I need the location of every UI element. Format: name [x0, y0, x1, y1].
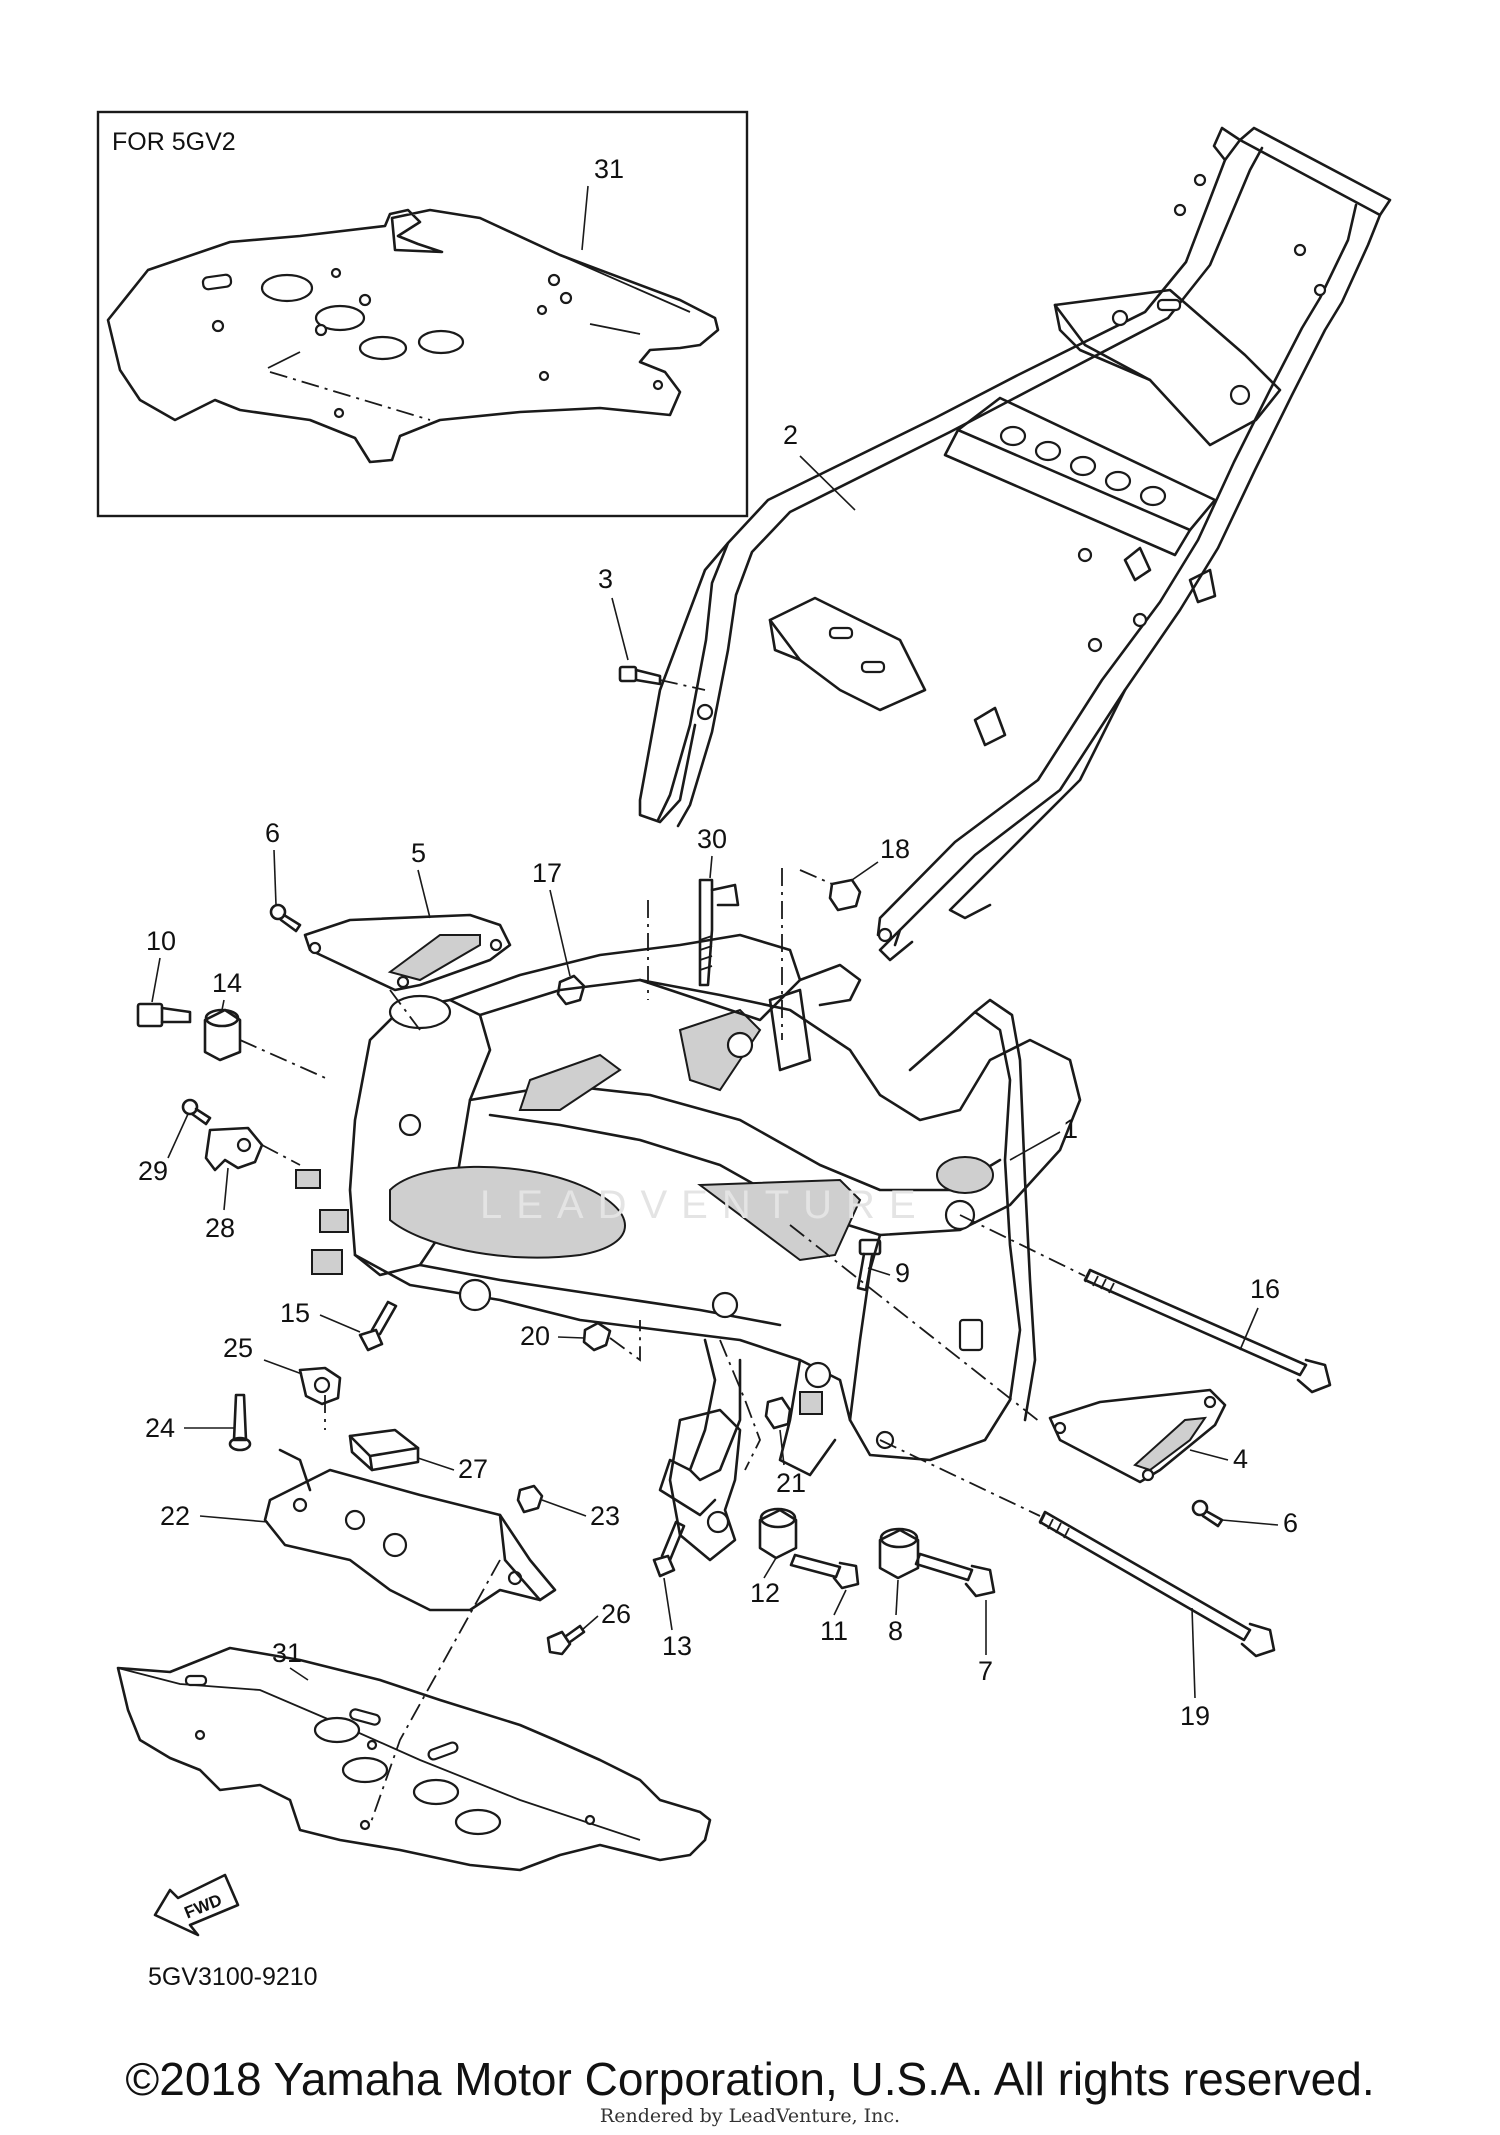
- callout-6b: 6: [1283, 1508, 1298, 1538]
- callout-19: 19: [1180, 1701, 1210, 1731]
- part-25-clamp: [298, 1366, 342, 1406]
- inset-5gv2: FOR 5GV2 31: [96, 110, 749, 518]
- callout-23: 23: [590, 1501, 620, 1531]
- part-14-collar: [203, 1008, 331, 1081]
- callout-5: 5: [411, 838, 426, 868]
- callout-16: 16: [1250, 1274, 1280, 1304]
- callouts: 1 2 3 4 5 6 6 7 8 9 10 11 12 13 14 15 16…: [138, 420, 1298, 1731]
- main-frame: [295, 933, 1082, 1517]
- part-29-screw: [181, 1098, 212, 1126]
- callout-8: 8: [888, 1616, 903, 1646]
- rear-subframe: [638, 126, 1392, 962]
- callout-26: 26: [601, 1599, 631, 1629]
- part-16-through-bolt: [959, 1214, 1332, 1394]
- callout-4: 4: [1233, 1444, 1248, 1474]
- part-8-collar: [878, 1527, 920, 1580]
- callout-1: 1: [1063, 1114, 1078, 1144]
- callout-18: 18: [880, 834, 910, 864]
- callout-21: 21: [776, 1468, 806, 1498]
- callout-13: 13: [662, 1631, 692, 1661]
- part-19-through-bolt: [879, 1439, 1276, 1658]
- part-10-bolt: [136, 1002, 192, 1028]
- part-31-skid-plate: [116, 1559, 712, 1872]
- callout-9: 9: [895, 1258, 910, 1288]
- callout-14: 14: [212, 968, 242, 998]
- part-18-grommet: [799, 869, 862, 912]
- callout-20: 20: [520, 1321, 550, 1351]
- callout-30: 30: [697, 824, 727, 854]
- forward-arrow-icon: FWD: [153, 1873, 240, 1937]
- part-13-bolt: [652, 1520, 686, 1578]
- part-5-plate: [303, 913, 512, 1031]
- inset-skid-plate: [106, 208, 720, 464]
- copyright-notice: ©2018 Yamaha Motor Corporation, U.S.A. A…: [125, 2053, 1375, 2105]
- part-6-screw-right: [1191, 1499, 1224, 1528]
- part-22-skid-bracket: [263, 1395, 557, 1612]
- part-24-rivet: [228, 1393, 252, 1452]
- part-21-grommet: [764, 1396, 792, 1430]
- part-4-plate: [789, 1224, 1227, 1484]
- part-28-bracket: [204, 1126, 301, 1172]
- callout-7: 7: [978, 1656, 993, 1686]
- part-15-bolt: [358, 1300, 398, 1352]
- callout-15: 15: [280, 1298, 310, 1328]
- diagram-code: 5GV3100-9210: [148, 1963, 318, 1991]
- callout-17: 17: [532, 858, 562, 888]
- part-20-nut: [582, 1320, 641, 1362]
- callout-25: 25: [223, 1333, 253, 1363]
- part-3-bolt: [618, 665, 706, 691]
- callout-27: 27: [458, 1454, 488, 1484]
- callout-10: 10: [146, 926, 176, 956]
- fwd-label: FWD: [182, 1890, 225, 1922]
- part-9-bolt: [856, 1238, 882, 1292]
- part-7-bolt: [914, 1552, 996, 1598]
- part-26-screw: [546, 1624, 586, 1656]
- part-6-screw-left: [269, 903, 302, 933]
- part-17-nut: [556, 974, 586, 1006]
- inset-callout-31: 31: [594, 154, 624, 184]
- callout-12: 12: [750, 1578, 780, 1608]
- callout-29: 29: [138, 1156, 168, 1186]
- inset-title: FOR 5GV2: [112, 128, 236, 156]
- callout-3: 3: [598, 564, 613, 594]
- part-12-collar: [758, 1507, 798, 1560]
- part-27-pad: [348, 1428, 420, 1472]
- callout-11: 11: [820, 1616, 848, 1646]
- callout-22: 22: [160, 1501, 190, 1531]
- callout-24: 24: [145, 1413, 175, 1443]
- callout-2: 2: [783, 420, 798, 450]
- callout-31: 31: [272, 1638, 302, 1668]
- part-11-bolt: [789, 1553, 860, 1590]
- rendered-by-credit: Rendered by LeadVenture, Inc.: [599, 2105, 901, 2127]
- callout-28: 28: [205, 1213, 235, 1243]
- part-30-clip: [647, 868, 783, 1040]
- callout-6a: 6: [265, 818, 280, 848]
- part-23-push-nut: [516, 1484, 544, 1514]
- engine-hanger-bracket: [668, 1339, 761, 1562]
- watermark: LEADVENTURE: [480, 1183, 930, 1227]
